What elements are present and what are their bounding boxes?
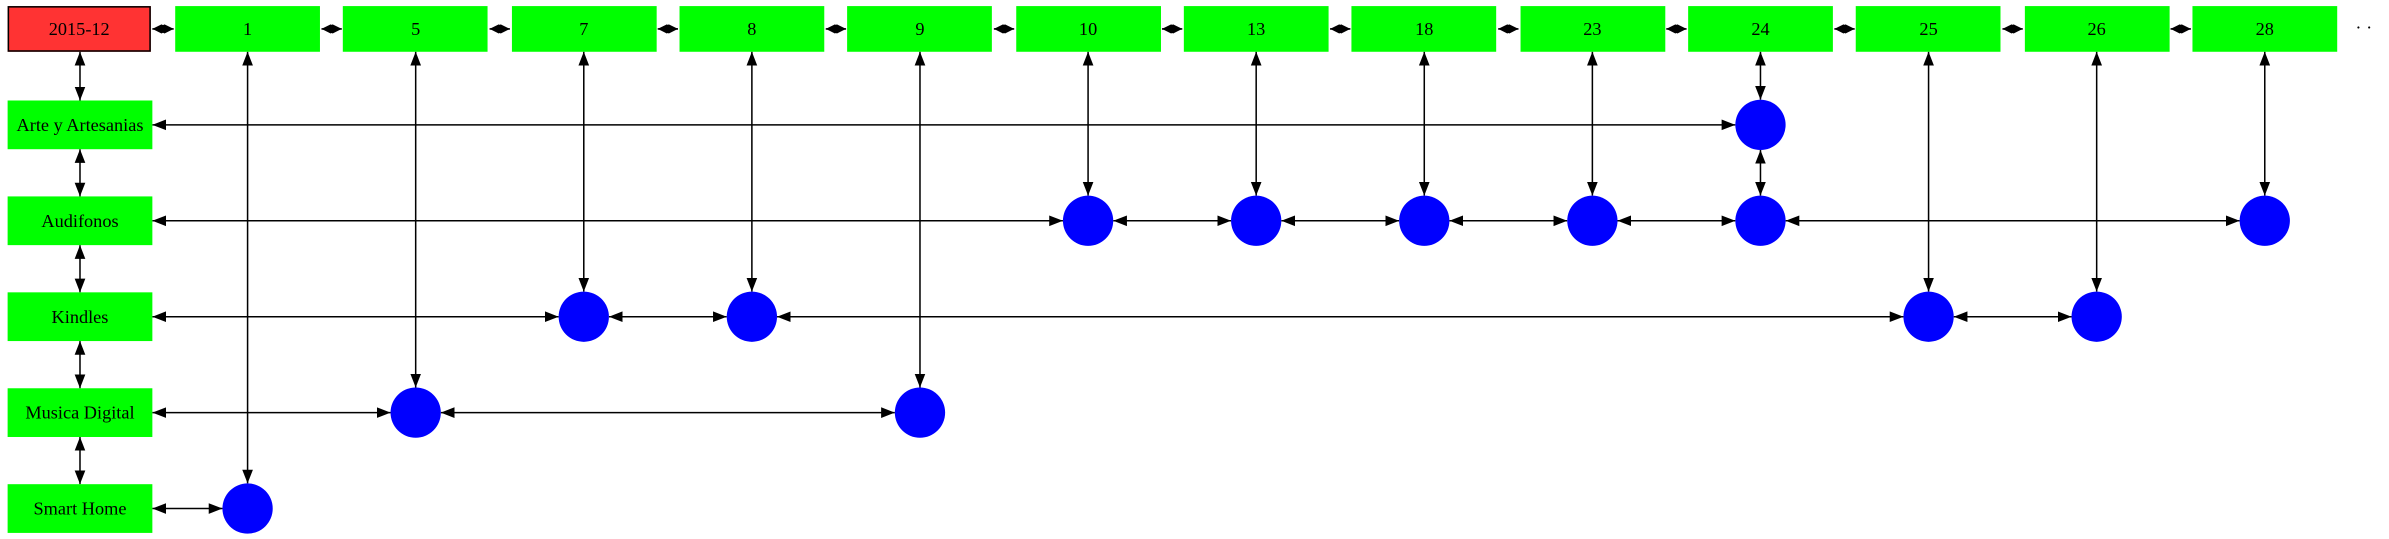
day-box-9: 9 (847, 6, 993, 52)
event-node-13-audifonos (1231, 195, 1282, 246)
day-box-25: 25 (1856, 6, 2001, 52)
category-box-kindles: Kindles (7, 292, 153, 342)
event-node-24-arte-y-artesanias (1735, 99, 1786, 150)
day-box-10: 10 (1015, 6, 1161, 52)
event-node-5-musica-digital (390, 387, 441, 438)
day-box-24: 24 (1688, 6, 1833, 52)
event-node-25-kindles (1903, 291, 1954, 342)
day-box-26: 26 (2024, 6, 2170, 52)
more-days-ellipsis: · · (2355, 16, 2373, 39)
event-node-1-smart-home (222, 483, 273, 534)
event-node-28-audifonos (2239, 195, 2290, 246)
day-box-28: 28 (2192, 6, 2338, 52)
event-node-24-audifonos (1735, 195, 1786, 246)
event-node-8-kindles (726, 291, 778, 342)
day-box-1: 1 (175, 6, 320, 52)
day-box-7: 7 (511, 6, 657, 52)
category-box-musica-digital: Musica Digital (7, 388, 153, 437)
category-box-audifonos: Audifonos (7, 196, 153, 246)
event-node-7-kindles (558, 291, 609, 342)
event-node-26-kindles (2071, 291, 2122, 342)
event-node-9-musica-digital (894, 387, 946, 438)
month-box: 2015-12 (7, 6, 151, 52)
event-node-10-audifonos (1062, 195, 1114, 246)
day-box-5: 5 (343, 6, 489, 52)
day-box-8: 8 (679, 6, 825, 52)
category-box-smart-home: Smart Home (7, 484, 153, 533)
day-box-13: 13 (1183, 6, 1329, 52)
event-node-23-audifonos (1567, 195, 1618, 246)
category-box-arte-y-artesanias: Arte y Artesanias (7, 100, 153, 150)
day-box-23: 23 (1519, 6, 1665, 52)
day-box-18: 18 (1351, 6, 1497, 52)
event-node-18-audifonos (1399, 195, 1450, 246)
